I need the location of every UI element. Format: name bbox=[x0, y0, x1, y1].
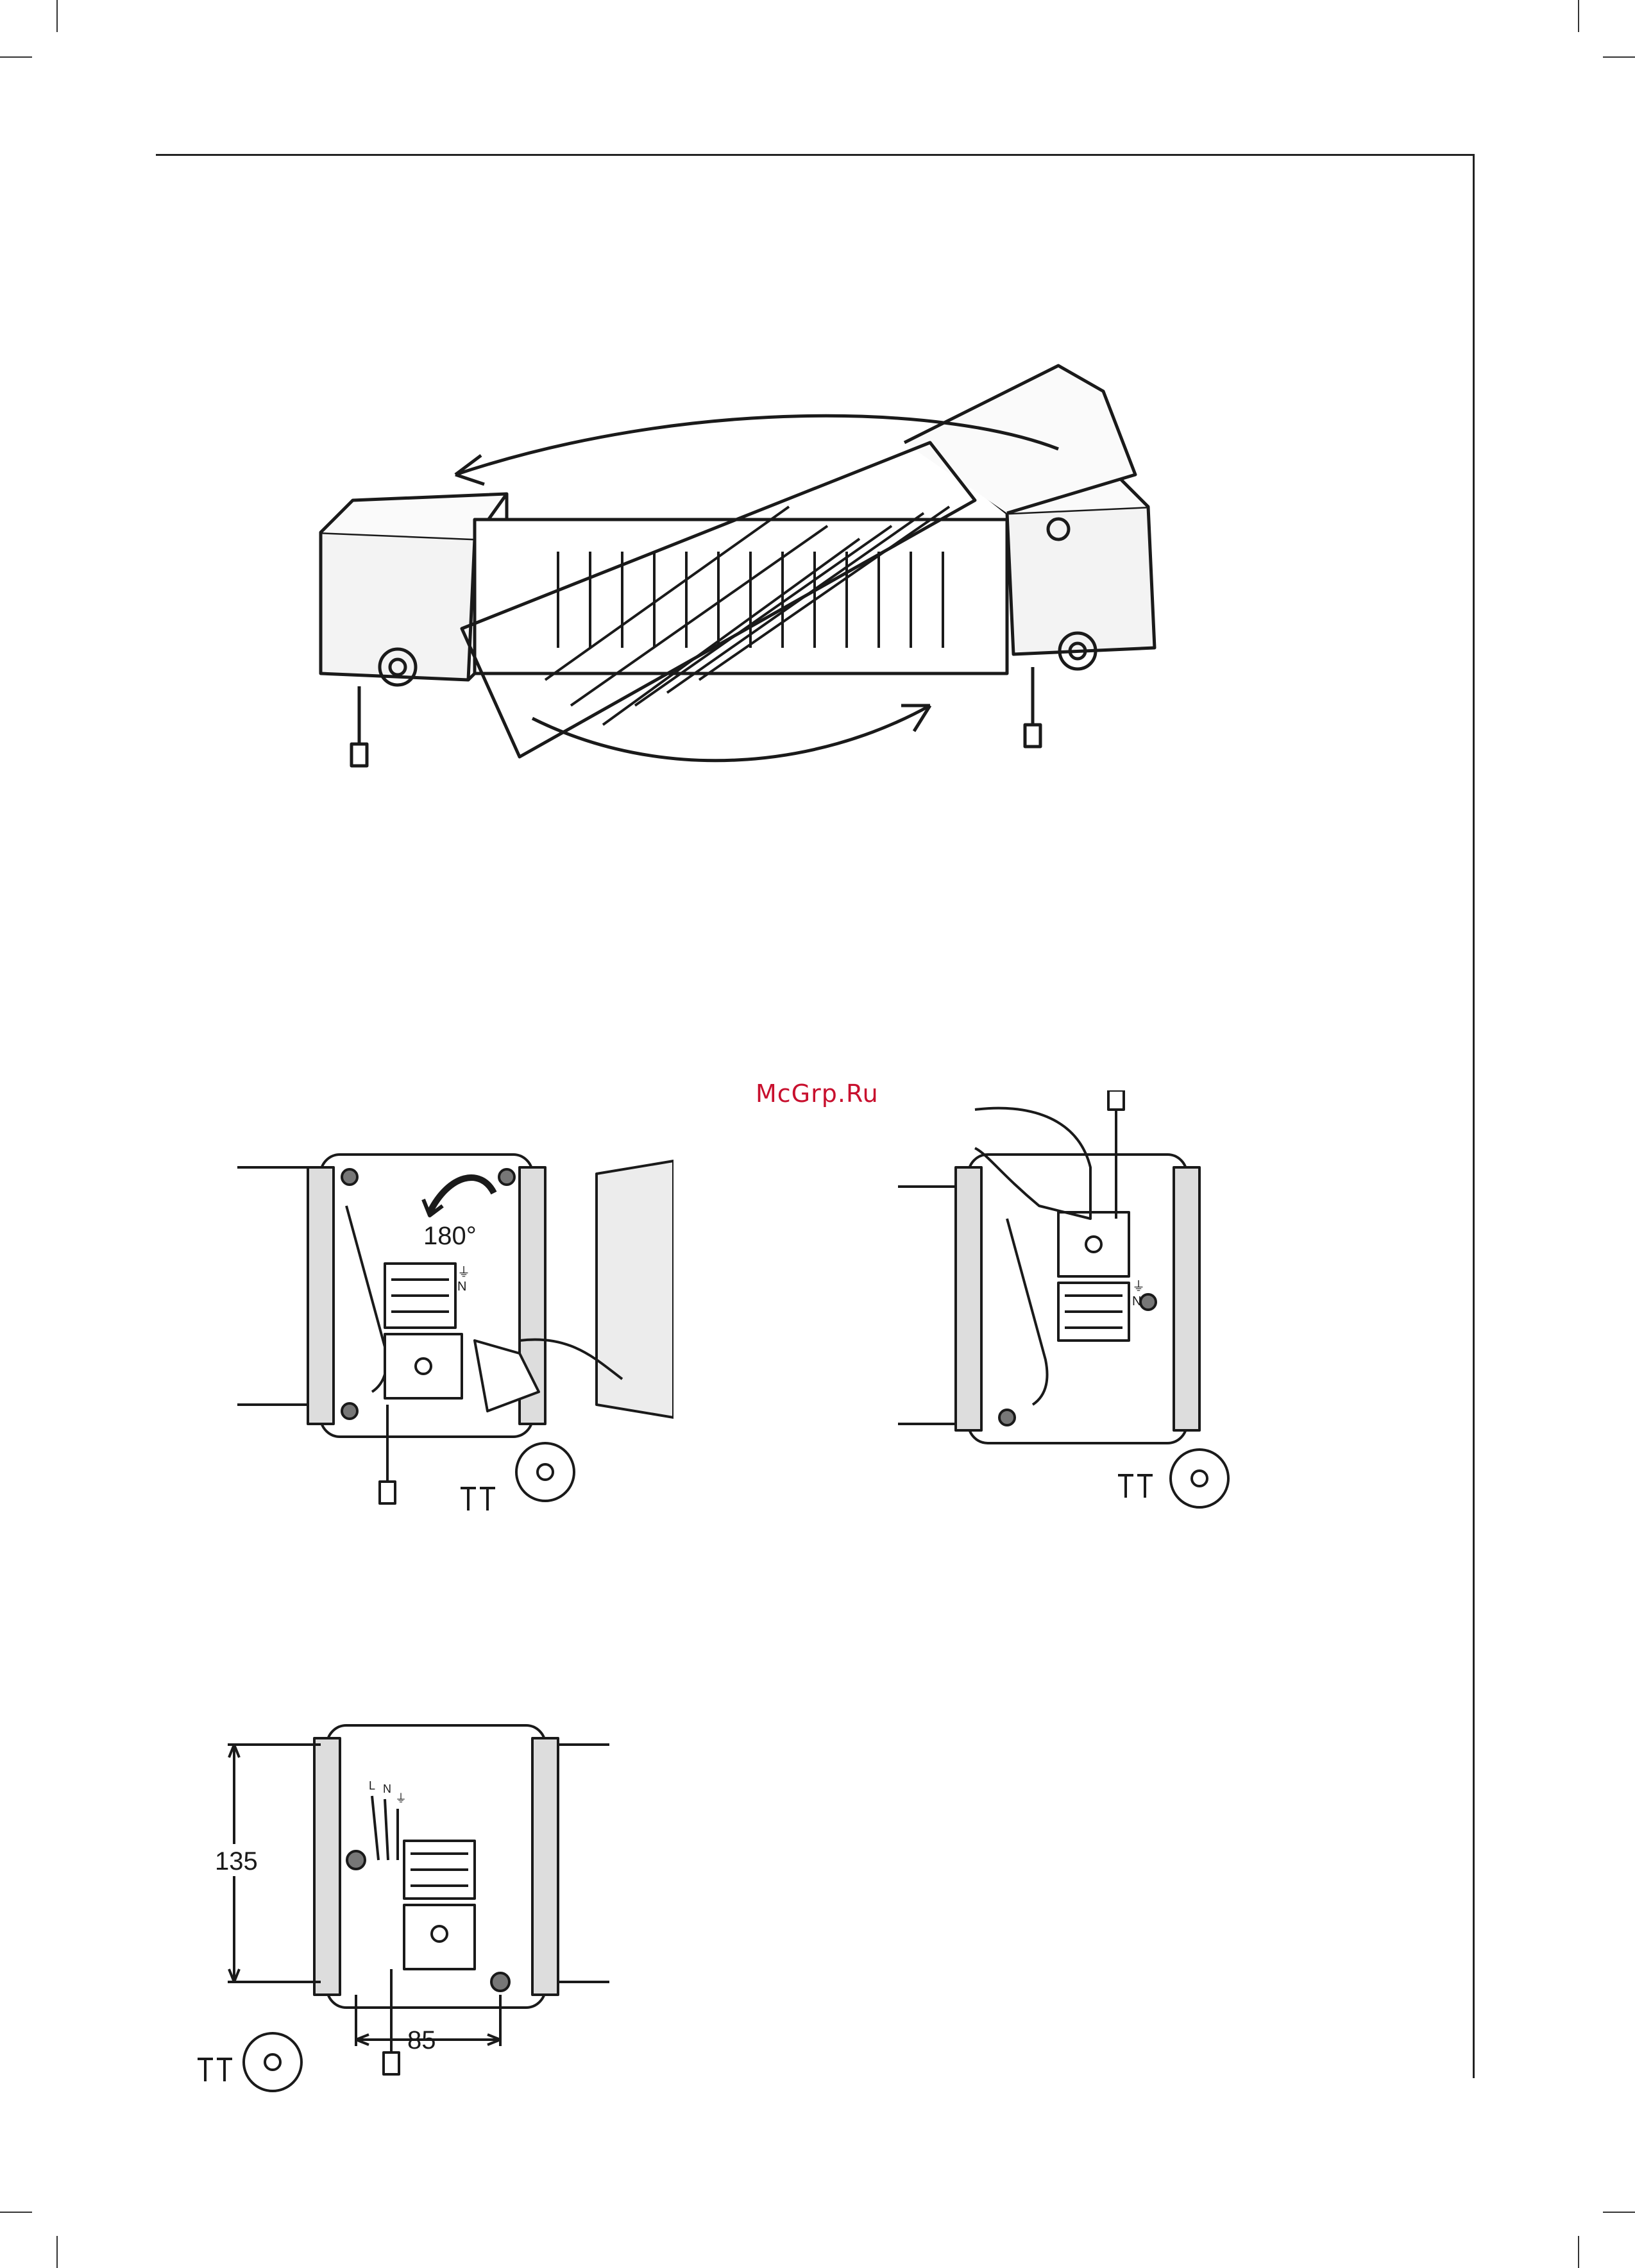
screw-icon-1 bbox=[198, 2059, 213, 2081]
crop-mark-bottom-right-v bbox=[1578, 2236, 1579, 2268]
screw-bottom-left bbox=[999, 1410, 1015, 1425]
screw-right bbox=[1140, 1294, 1156, 1310]
screw-icon-2 bbox=[1137, 1475, 1153, 1498]
screw-top-right bbox=[499, 1169, 514, 1185]
terminal-label-l: L bbox=[369, 1779, 375, 1792]
terminal-label-earth: ⏚ bbox=[395, 1792, 407, 1805]
screw-left bbox=[347, 1851, 365, 1869]
screw-icon-1 bbox=[1118, 1475, 1133, 1498]
crop-mark-bottom-right-h bbox=[1603, 2212, 1635, 2213]
crop-mark-top-right-v bbox=[1578, 0, 1579, 32]
thermostat-box bbox=[404, 1905, 475, 1969]
screw-bottom-right bbox=[491, 1973, 509, 1991]
terminal-label-earth: ⏚ bbox=[1132, 1280, 1145, 1294]
width-label: 85 bbox=[407, 2026, 436, 2054]
angle-label: 180° bbox=[423, 1222, 477, 1250]
watermark-text: McGrp.Ru bbox=[756, 1079, 879, 1108]
pull-knob bbox=[384, 2052, 399, 2074]
screw-icon-2 bbox=[480, 1488, 495, 1511]
height-label: 135 bbox=[215, 1847, 258, 1875]
pull-knob bbox=[1108, 1090, 1124, 1110]
crop-mark-top-left-v bbox=[56, 0, 58, 32]
crop-mark-top-left-h bbox=[0, 56, 32, 58]
terminal-label-n: N bbox=[457, 1280, 466, 1294]
cover-plate bbox=[516, 1443, 574, 1501]
screw-icon-2 bbox=[217, 2059, 232, 2081]
mounting-dimensions-illustration: 135 85 L N ⏚ bbox=[192, 1713, 629, 2097]
cover-plate bbox=[244, 2033, 301, 2091]
screw-top-left bbox=[342, 1169, 357, 1185]
thermostat-connection-illustration: N ⏚ bbox=[898, 1090, 1244, 1514]
right-rule bbox=[1473, 154, 1475, 2078]
hand bbox=[975, 1108, 1090, 1219]
terminal-label-n: N bbox=[383, 1782, 391, 1795]
left-pull-knob bbox=[352, 744, 367, 766]
terminal-label-n: N bbox=[1132, 1294, 1141, 1308]
thermostat-box bbox=[1058, 1212, 1129, 1276]
screw-bottom-left bbox=[342, 1403, 357, 1419]
rotation-arrow-bottom bbox=[532, 706, 930, 761]
heater-rotation-illustration bbox=[301, 346, 1187, 783]
screw-icon-1 bbox=[461, 1488, 476, 1511]
top-rule bbox=[156, 154, 1473, 156]
terminal-label-earth: ⏚ bbox=[457, 1265, 470, 1280]
crop-mark-top-right-h bbox=[1603, 56, 1635, 58]
terminal-box-rotation-illustration: 180° N ⏚ bbox=[237, 1148, 673, 1520]
thermostat-box bbox=[385, 1334, 462, 1398]
crop-mark-bottom-left-v bbox=[56, 2236, 58, 2268]
pull-knob bbox=[380, 1482, 395, 1503]
crop-mark-bottom-left-h bbox=[0, 2212, 32, 2213]
cover-plate bbox=[1171, 1450, 1228, 1507]
right-pull-knob bbox=[1025, 725, 1040, 747]
